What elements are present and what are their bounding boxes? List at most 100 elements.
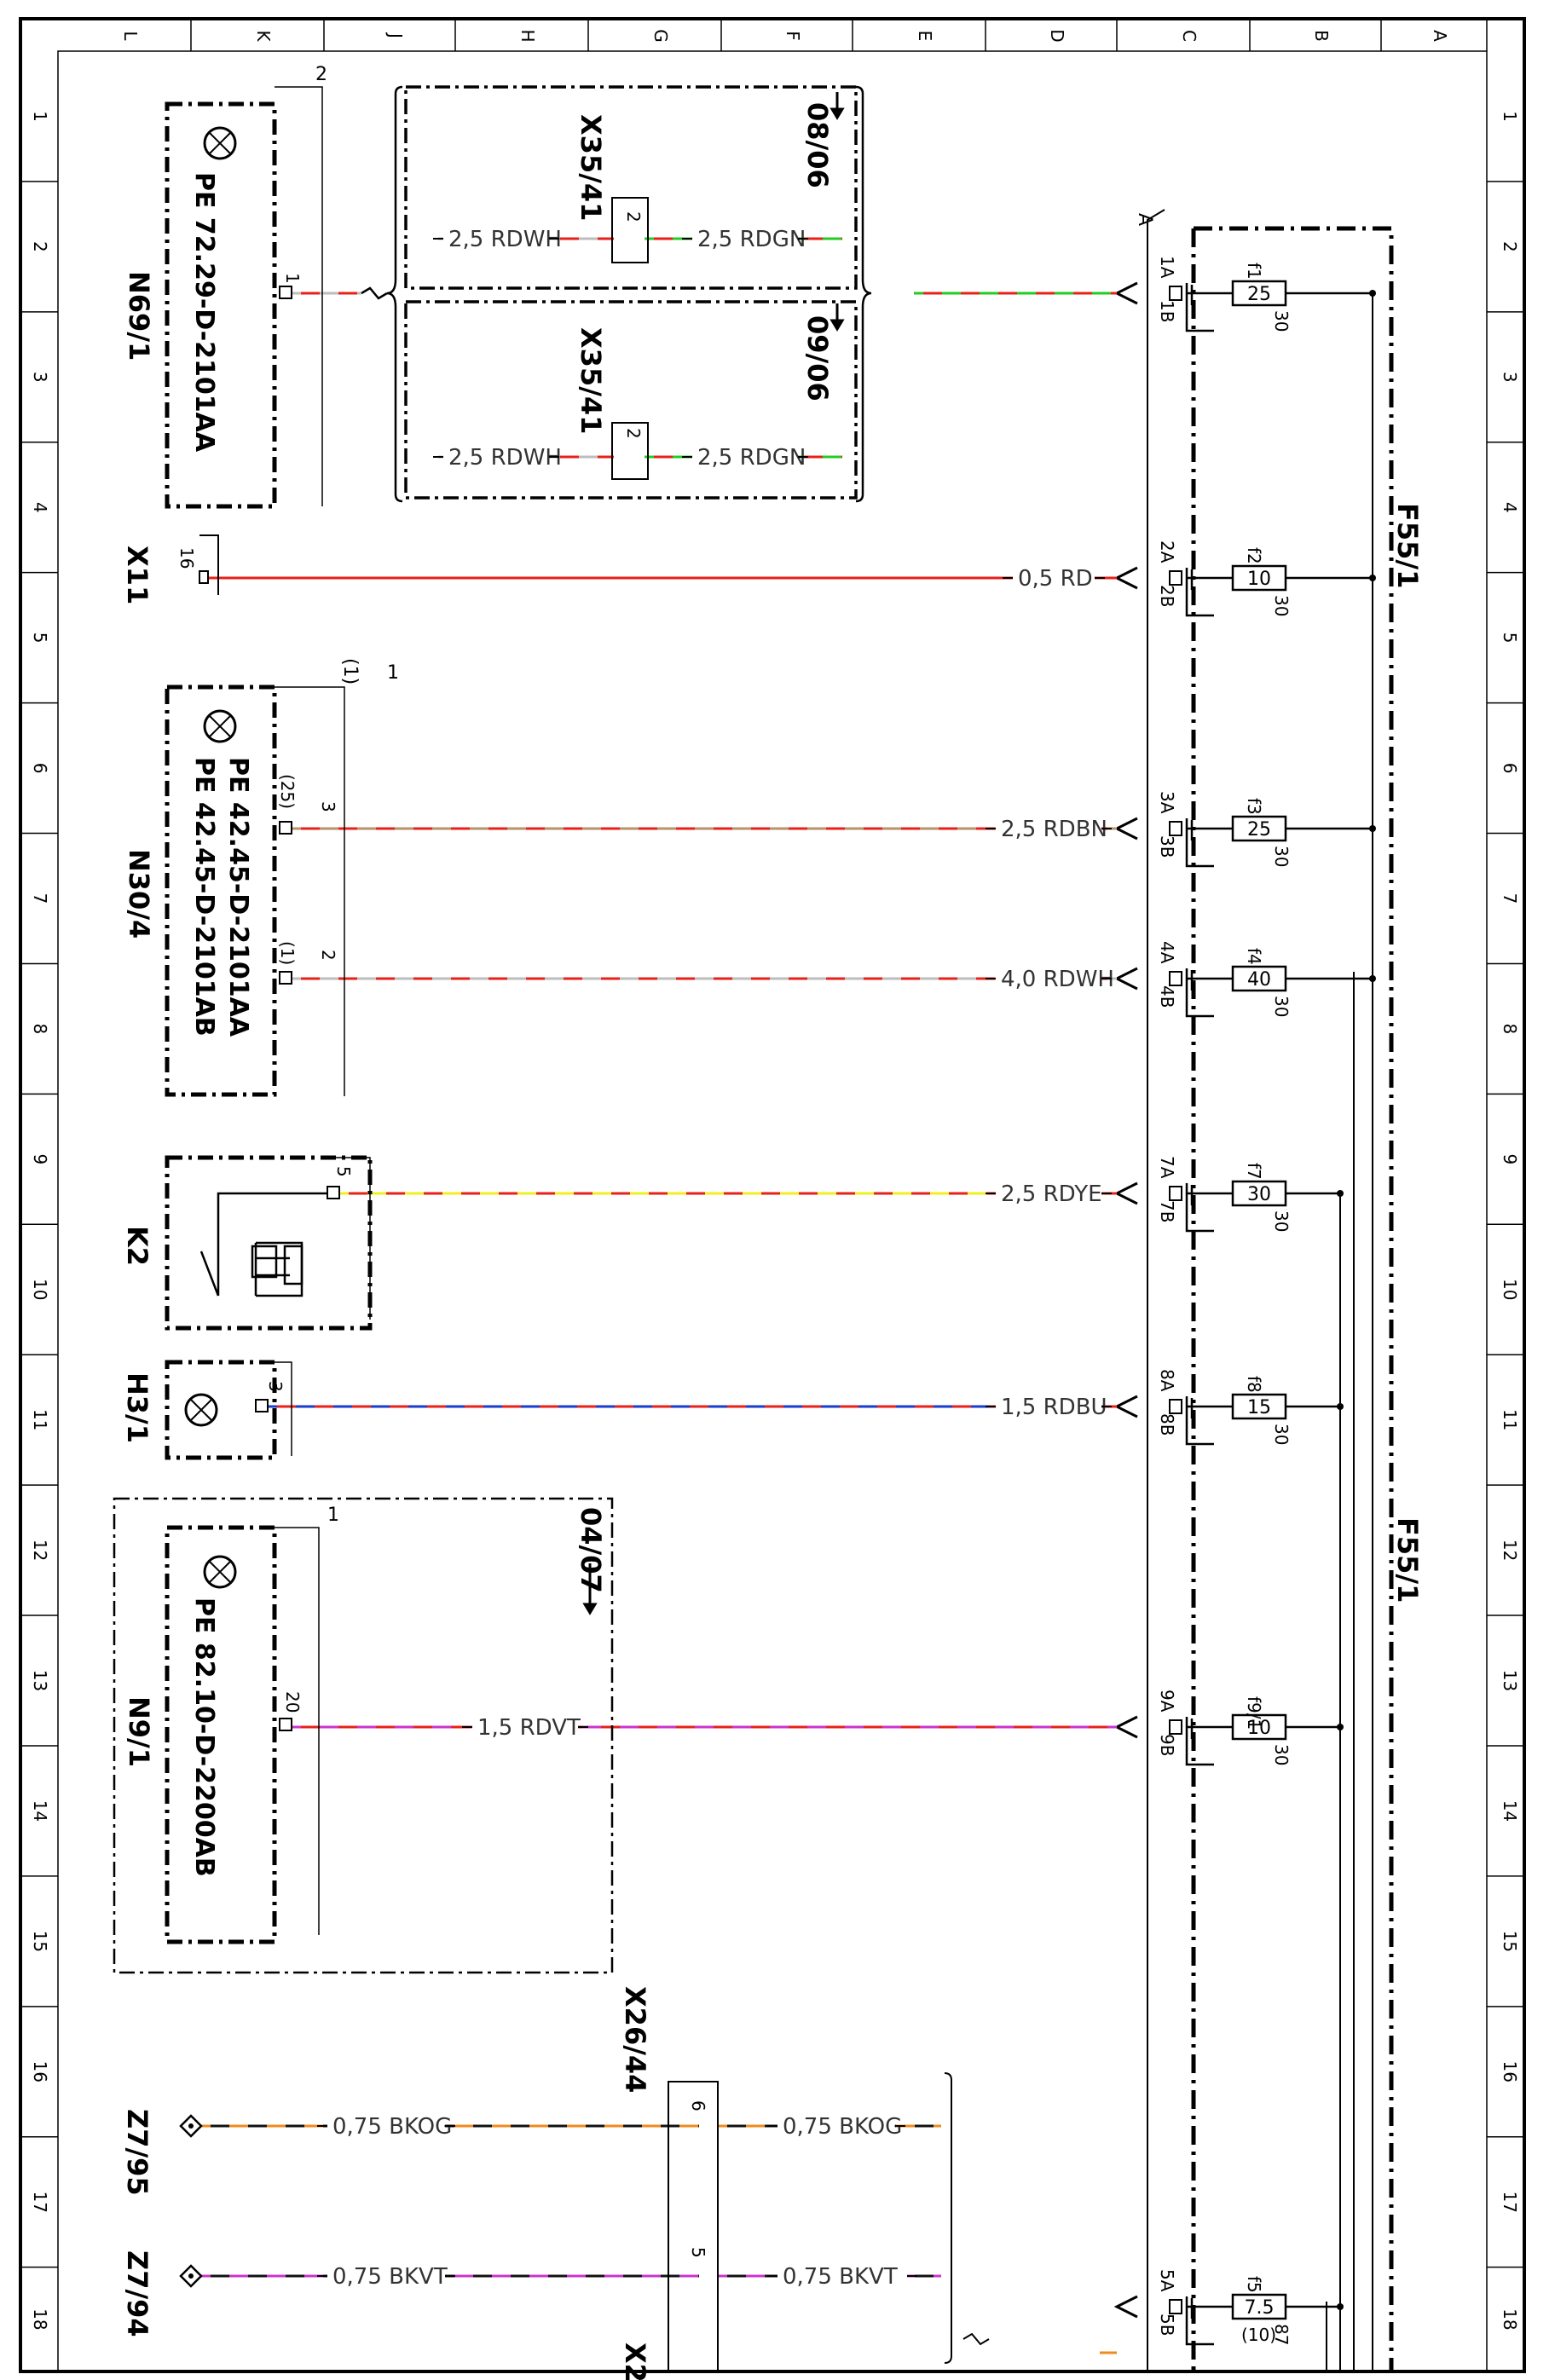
grid-number-right: 2 — [1500, 241, 1520, 252]
wire-f7: 2,5 RDYE — [339, 1180, 1117, 1207]
fuse-rating: 10 — [1247, 1718, 1271, 1739]
fuse-name: f9/1 — [1244, 1696, 1264, 1730]
h3-1-label: H3/1 — [121, 1372, 153, 1443]
svg-text:20: 20 — [282, 1691, 303, 1713]
grid-number-left: 5 — [30, 633, 50, 644]
grid-number-right: 6 — [1500, 763, 1520, 774]
fuse-name: f5 — [1244, 2276, 1264, 2293]
wire-label: 2,5 RDBN — [1001, 817, 1107, 842]
grid-number-right: 7 — [1500, 893, 1520, 904]
component-z7-94: Z7/94 — [121, 2250, 203, 2337]
wire-f3: 2,5 RDBN — [292, 815, 1117, 842]
fuse-extra: (10) — [1241, 2325, 1276, 2345]
wire-label: 2,5 RDWH — [448, 445, 562, 471]
fusebox-label-bottom: F55/1 — [1391, 1517, 1424, 1603]
grid-number-right: 14 — [1500, 1800, 1520, 1822]
pin-label: 4A — [1157, 941, 1177, 964]
wire-f8: 1,5 RDBU — [268, 1393, 1117, 1420]
grid-letter: B — [1311, 30, 1332, 42]
grid-number-left: 6 — [30, 763, 50, 774]
svg-text:1: 1 — [282, 273, 303, 284]
fuse-rating: 15 — [1247, 1397, 1271, 1418]
grid-letter: E — [915, 31, 935, 42]
grid-letter: J — [385, 32, 406, 38]
grid-number-right: 5 — [1500, 633, 1520, 644]
wire-label: 0,75 BKOG — [332, 2114, 452, 2140]
fuse-terminal: 30 — [1271, 846, 1292, 867]
grid-number-left: 8 — [30, 1024, 50, 1035]
wire-label: 0,75 BKVT — [332, 2264, 448, 2290]
wire-f4: 4,0 RDWH — [292, 965, 1117, 992]
fuse-rating: 25 — [1247, 819, 1271, 841]
brace-x35 — [361, 85, 872, 503]
fusebox-connector-label: A — [1134, 213, 1155, 226]
wire-x35-b-rdwh: 2,5 RDWH — [433, 443, 614, 471]
pin-label: 5A — [1157, 2269, 1177, 2292]
pin-label: 9B — [1157, 1734, 1177, 1756]
grid-letter: D — [1047, 29, 1067, 42]
wire-x35-a-rdgn: 2,5 RDGN — [645, 225, 842, 252]
fuse-rating: 7.5 — [1245, 2297, 1275, 2319]
svg-text:2: 2 — [318, 950, 338, 961]
grid-number-right: 3 — [1500, 372, 1520, 383]
grid-number-left: 13 — [30, 1670, 50, 1691]
svg-text:2: 2 — [623, 211, 644, 222]
grid-letter: C — [1179, 30, 1199, 42]
grid-number-left: 11 — [30, 1409, 50, 1430]
grid-letter: G — [650, 29, 671, 43]
component-k2: K2 5 — [121, 1155, 373, 1331]
x26-44-label: X26/44 — [619, 1986, 651, 2093]
x35-41-label-a: X35/41 — [575, 114, 607, 221]
wire-x35-a-rdwh: 2,5 RDWH — [433, 225, 614, 252]
fuse-name: f2 — [1244, 547, 1264, 564]
n69-1-label: N69/1 — [123, 271, 155, 361]
wire-label: 2,5 RDWH — [448, 227, 562, 252]
lamp-icon — [203, 126, 237, 160]
outer-border — [19, 17, 1526, 2373]
pin-label: 3A — [1157, 791, 1177, 814]
fuse-terminal: 87 — [1271, 2324, 1292, 2345]
k2-label: K2 — [121, 1226, 153, 1266]
wire-label: 2,5 RDGN — [697, 445, 806, 471]
wire-f9-1: 1,5 RDVT — [292, 1713, 1117, 1741]
fuse-rating: 30 — [1247, 1184, 1271, 1205]
svg-text:3: 3 — [265, 1381, 286, 1392]
pin-label: 3B — [1157, 835, 1177, 858]
fusebox-label-top: F55/1 — [1391, 503, 1424, 588]
pin-label: 5B — [1157, 2314, 1177, 2336]
pin-label: 8B — [1157, 1413, 1177, 1436]
fuse-f5: 7.5 f5 87(10) 5A 5B — [1113, 2269, 1344, 2345]
grid-number-right: 18 — [1500, 2308, 1520, 2330]
svg-text:2: 2 — [315, 64, 327, 85]
grid-number-left: 10 — [30, 1279, 50, 1300]
fuse-rating: 10 — [1247, 569, 1271, 590]
ref-arrows — [582, 92, 845, 1615]
grid-number-left: 18 — [30, 2308, 50, 2330]
grid-number-left: 4 — [30, 502, 50, 513]
fuse-f3: 25 f3 30 3A 3B — [1113, 791, 1376, 867]
fusebox-f55-1: A F55/1 F55/1 25f1301A1B10f2302A2B25f330… — [1113, 209, 1424, 2371]
grid-letter: F — [783, 31, 803, 41]
svg-text:PE 42.45-D-2101AB: PE 42.45-D-2101AB — [189, 757, 219, 1037]
svg-text:PE 82.10-D-2200AB: PE 82.10-D-2200AB — [189, 1597, 219, 1877]
fuse-name: f3 — [1244, 798, 1264, 815]
grid-letter: A — [1430, 30, 1450, 42]
component-n9-1: 1 04/07 PE 82.10-D-2200AB N9/1 20 — [113, 1497, 614, 1974]
component-n30-4: 1 (1) PE 42.45-D-2101AA PE 42.45-D-2101A… — [123, 658, 399, 1097]
grid-number-left: 2 — [30, 241, 50, 252]
svg-text:3: 3 — [318, 801, 338, 812]
svg-text:2: 2 — [623, 428, 644, 439]
fuse-terminal: 30 — [1271, 310, 1292, 332]
grid-number-left: 17 — [30, 2191, 50, 2212]
pin-label: 2A — [1157, 540, 1177, 563]
wire-label: 2,5 RDYE — [1001, 1181, 1102, 1207]
component-x11: X11 16 — [121, 534, 219, 604]
grid-letter: H — [517, 29, 538, 42]
grid-number-right: 9 — [1500, 1153, 1520, 1164]
grid-number-right: 16 — [1500, 2061, 1520, 2082]
grid-number-right: 4 — [1500, 502, 1520, 513]
